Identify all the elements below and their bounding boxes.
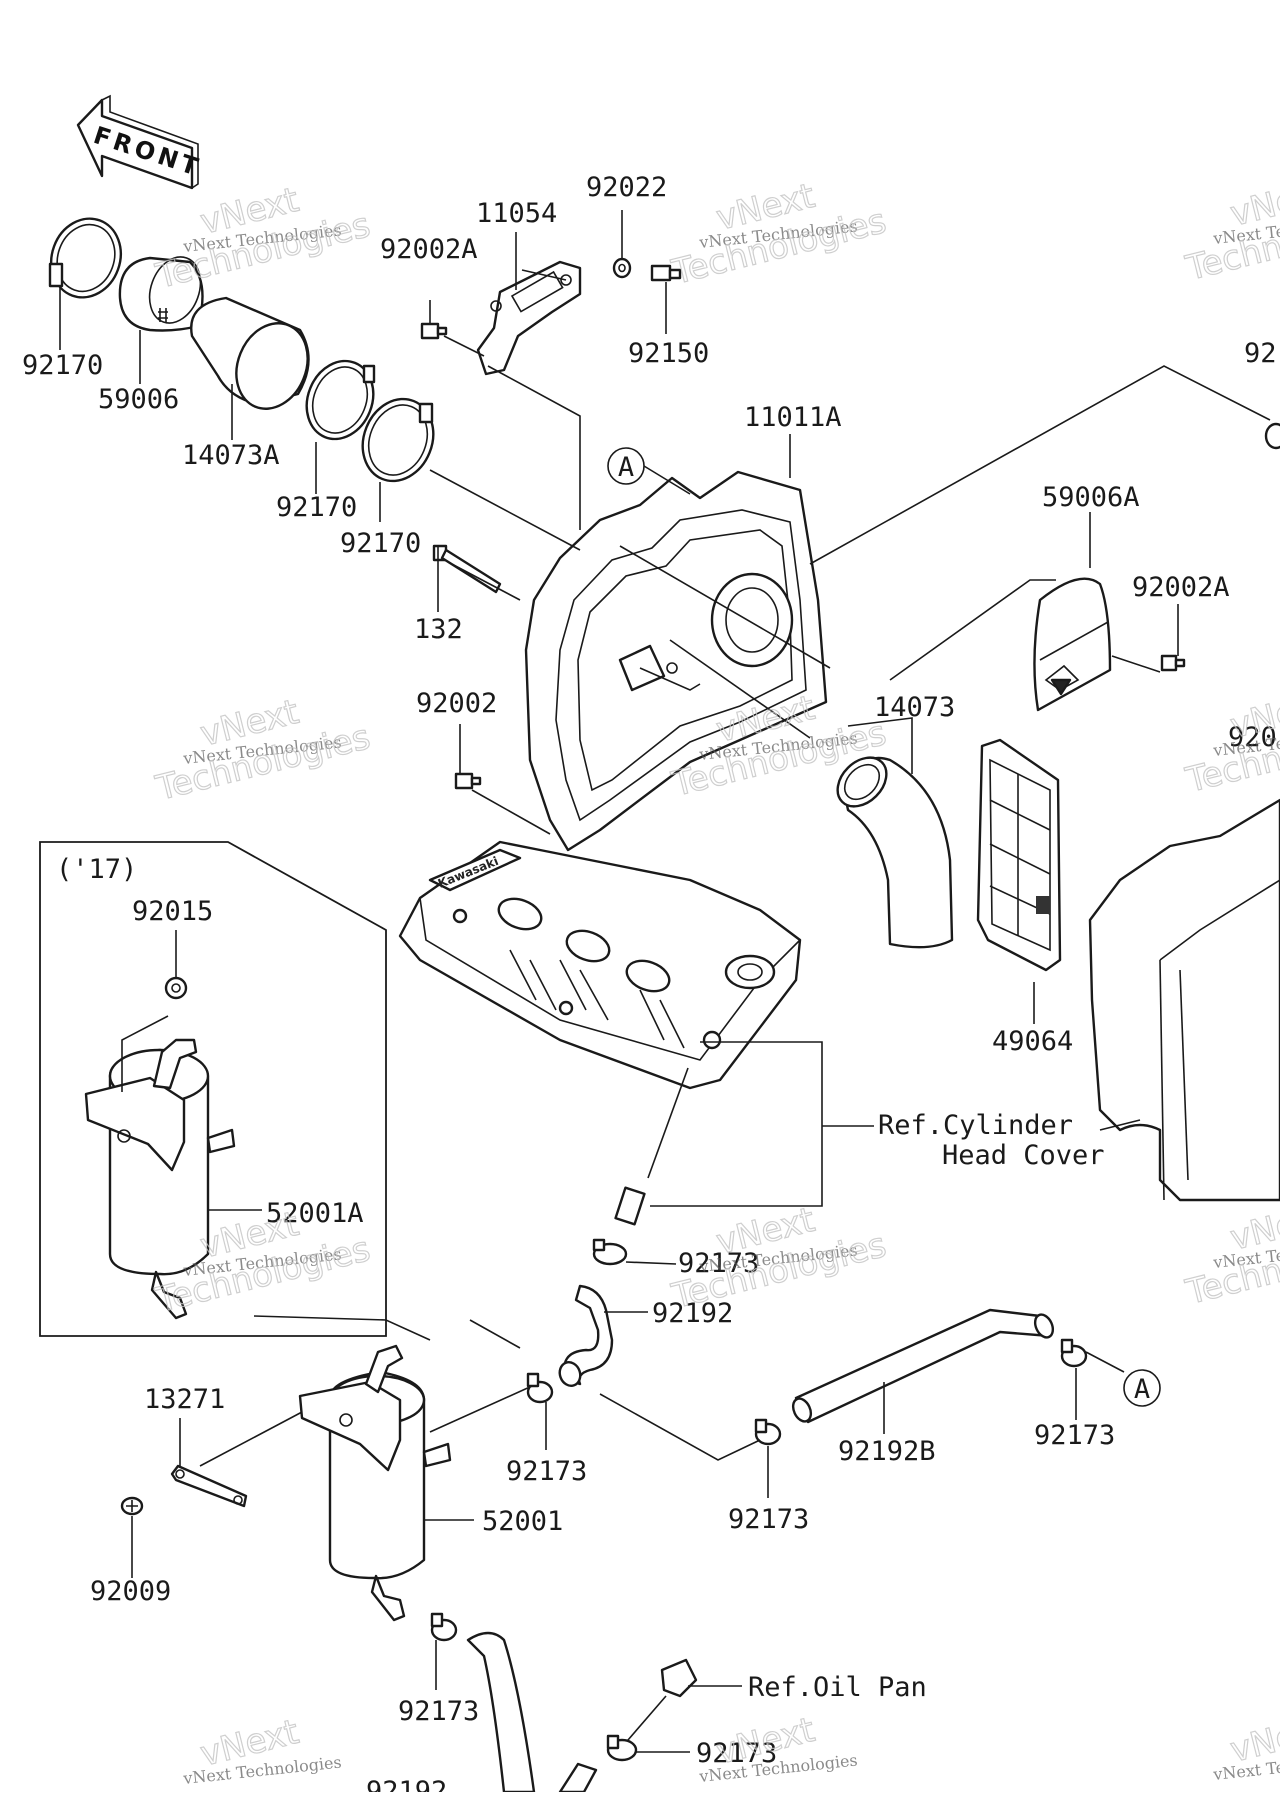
watermark: vNext vNext Technologies Technologies [1181,1195,1280,1313]
label-92173-bottom: 92173 [696,1738,777,1769]
ref-oil-pan: Ref.Oil Pan [748,1672,927,1703]
separator-tank-52001 [298,1344,452,1622]
label-92173-center: 92173 [728,1504,809,1535]
label-52001: 52001 [482,1506,563,1537]
label-92173-low: 92173 [398,1696,479,1727]
callout-A-bottom-label: A [1134,1374,1150,1405]
label-11011A: 11011A [744,402,842,433]
callout-A-top-label: A [618,452,634,483]
filter-cover-59006A [1033,577,1112,712]
watermark: vNext vNext Technologies Technologies [151,179,375,297]
label-13271: 13271 [144,1384,225,1415]
label-92002A-top: 92002A [380,234,478,265]
plate-13271 [170,1464,248,1508]
watermark: vNext vNext Technologies Technologies [667,175,891,293]
label-59006A: 59006A [1042,482,1140,513]
label-92170-c: 92170 [340,528,421,559]
callout-A-top-leader [643,465,691,495]
elbow-duct-14073 [836,756,954,949]
bracket-11054 [476,260,582,376]
bolt-92002 [454,772,482,790]
label-59006: 59006 [98,384,179,415]
label-49064: 49064 [992,1026,1073,1057]
watermark: vNext vNext Technologies Technologies [151,691,375,809]
ref-cylinder-line2: Head Cover [942,1140,1105,1171]
label-14073A: 14073A [182,440,280,471]
clamp-92170-lower [361,397,435,483]
label-92015: 92015 [132,896,213,927]
air-box-lower-housing-partial [1088,798,1280,1202]
watermark: vNext vNext Technologies [181,1711,342,1788]
label-92022: 92022 [586,172,667,203]
variant-note: ('17) [56,854,137,885]
part-number-labels: 92170 59006 14073A 92170 92170 11054 920… [22,172,1277,1797]
watermark: vNext vNext Technologies Technologies [1181,171,1280,289]
label-92002A-right: 92002A [1132,572,1230,603]
clamp-92173-right [1060,1338,1088,1368]
clamp-92173-bottom [606,1734,638,1762]
label-92192: 92192 [652,1298,733,1329]
bolt-92002A-right [1160,654,1186,672]
clamp-92173-center [754,1418,782,1446]
watermark: vNext vNext Technologies Technologies [1181,683,1280,801]
label-92170-b: 92170 [276,492,357,523]
duct-14073A [190,296,310,410]
label-92-cut-mid: 920 [1228,722,1277,753]
oil-pan-fitting [660,1658,698,1698]
clamp-92173-top [592,1238,628,1266]
separator-tank-52001A [84,1038,236,1320]
screen-49064 [976,738,1062,972]
air-box-housing-11011A [524,470,828,852]
clamp-92170-middle [305,359,376,441]
hose-92192 [558,1284,614,1387]
watermark: vNext vNext Technologies [1211,1707,1280,1784]
label-92002: 92002 [416,688,497,719]
label-92150: 92150 [628,338,709,369]
clamp-92173-mid [526,1372,554,1404]
callout-A-bottom: A [1123,1369,1161,1407]
nut-92015 [164,976,188,1000]
label-92-cut-top: 92 [1244,338,1277,369]
label-92173-mid: 92173 [506,1456,587,1487]
label-92173-right: 92173 [1034,1420,1115,1451]
label-92173-top: 92173 [678,1248,759,1279]
label-92192-cut-bottom: 92192 [366,1776,447,1792]
lower-hose [466,1631,536,1794]
nipple-fitting [614,1186,646,1226]
clamp-92170-top-left [48,217,122,299]
hose-92192B [791,1308,1055,1424]
label-11054: 11054 [476,198,557,229]
bolt-92150 [650,264,682,282]
callout-A-top: A [607,447,645,485]
label-92170-a: 92170 [22,350,103,381]
reference-labels: Ref.Cylinder Head Cover Ref.Oil Pan [748,1110,1105,1703]
washer-92022 [612,257,632,279]
label-92009: 92009 [90,1576,171,1607]
front-arrow-badge: FRONT [76,94,205,190]
ref-cylinder-line1: Ref.Cylinder [878,1110,1073,1141]
cylinder-head-cover: Kawasaki [398,840,802,1090]
label-132: 132 [414,614,463,645]
label-14073: 14073 [874,692,955,723]
leader-lines [59,210,1271,1753]
clamp-partial-right-top [1264,422,1280,450]
clamp-92173-low [430,1612,458,1642]
lower-hose-bottom [558,1762,598,1794]
watermark: vNext vNext Technologies [697,1709,858,1786]
label-52001A: 52001A [266,1198,364,1229]
watermark: vNext vNext Technologies Technologies [667,1199,891,1317]
screw-92009 [120,1496,144,1516]
bolt-92002A-top [420,322,448,340]
label-92192B: 92192B [838,1436,936,1467]
